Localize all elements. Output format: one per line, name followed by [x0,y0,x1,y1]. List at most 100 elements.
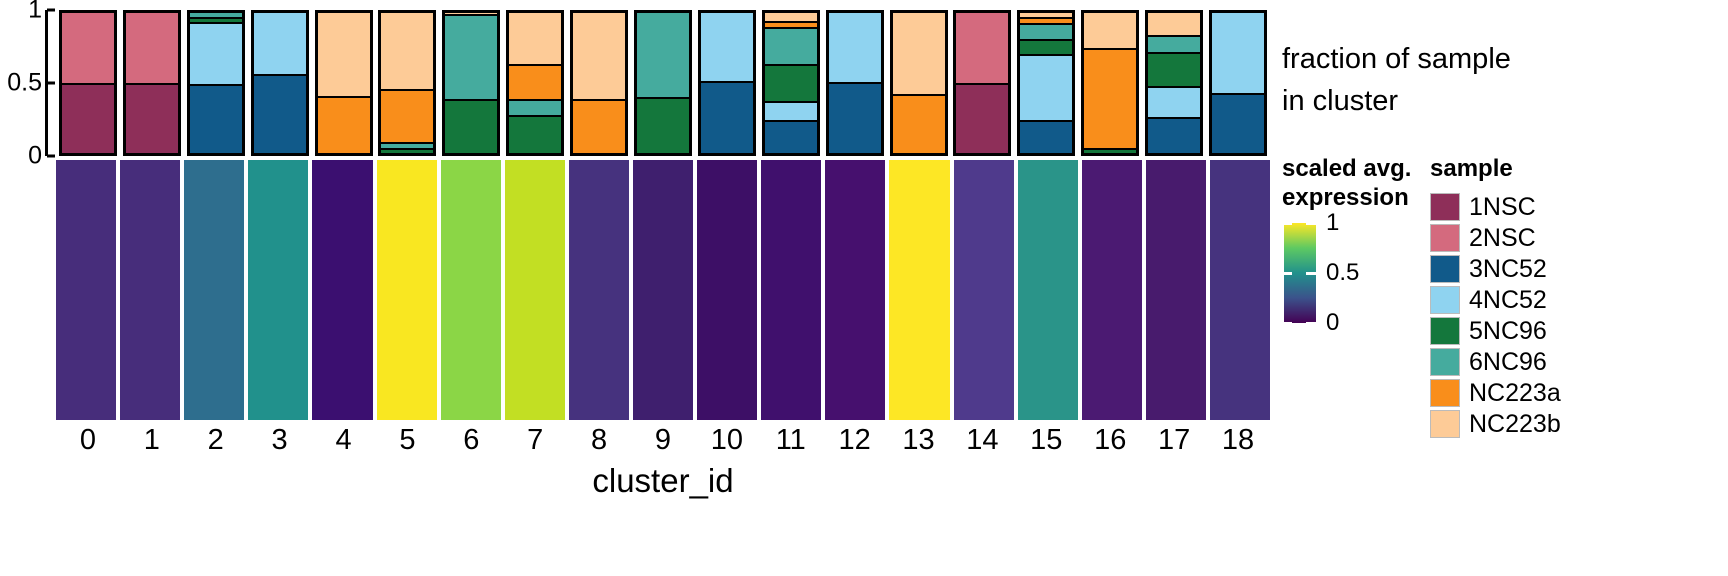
bar-segment-1nsc [61,83,114,153]
bar-column [439,10,503,156]
bar-segment-3nc52 [253,73,306,153]
stacked-bar[interactable] [378,10,437,156]
x-tick-label: 1 [143,424,160,456]
stacked-bar[interactable] [761,10,820,156]
bar-segment-2nsc [956,13,1009,84]
bar-column [950,10,1014,156]
stacked-bar[interactable] [186,10,245,156]
x-tick-label: 14 [966,424,999,456]
bar-segment-4nc52 [189,21,242,84]
heatmap-cell[interactable] [1209,160,1271,420]
stacked-bar[interactable] [1017,10,1076,156]
bar-segment-nc223b [1084,13,1137,49]
legend-item[interactable]: 2NSC [1430,223,1630,254]
heatmap-cell[interactable] [697,160,758,420]
legend-item-label: 2NSC [1469,223,1536,252]
bar-segment-nc223a [317,95,370,153]
bar-column [312,10,376,156]
heatmap-cell[interactable] [312,160,373,420]
bar-segment-3nc52 [700,80,753,153]
fraction-axis-title: fraction of sample in cluster [1282,38,1511,122]
legend-item[interactable]: NC223a [1430,378,1630,409]
bar-segment-5nc96 [1084,148,1137,153]
x-tick-label: 16 [1094,424,1127,456]
heatmap-cell[interactable] [120,160,181,420]
heatmap-cell[interactable] [761,160,822,420]
x-tick-label: 18 [1221,424,1255,456]
legend-item[interactable]: 3NC52 [1430,254,1630,285]
bar-segment-nc223b [1020,13,1073,17]
legend-item[interactable]: 5NC96 [1430,316,1630,347]
bar-column [375,10,439,156]
legend-item[interactable]: NC223b [1430,409,1630,440]
bar-segment-6nc96 [445,14,498,100]
legend-item-label: 4NC52 [1469,285,1547,314]
stacked-bar[interactable] [506,10,565,156]
stacked-bar[interactable] [697,10,756,156]
bar-segment-2nsc [61,13,114,84]
heatmap-cell[interactable] [504,160,565,420]
heatmap-cell[interactable] [953,160,1014,420]
stacked-bar[interactable] [1145,10,1204,156]
plot-area [56,10,1271,420]
stacked-bar[interactable] [1208,10,1267,156]
colorbar-tick-mark [1282,321,1292,325]
legend-swatch [1430,317,1460,346]
colorbar-tick-mark [1306,321,1316,325]
stacked-bar[interactable] [633,10,692,156]
stacked-bar[interactable] [250,10,309,156]
heatmap-cell[interactable] [56,160,117,420]
expression-legend-title-line2: expression [1282,183,1409,211]
stacked-bar[interactable] [825,10,884,156]
heatmap-cell[interactable] [184,160,245,420]
heatmap-cell[interactable] [825,160,886,420]
y-tick-label: 1 [28,0,42,24]
stacked-bar[interactable] [570,10,629,156]
heatmap-cell[interactable] [440,160,501,420]
heatmap-cell[interactable] [568,160,629,420]
bar-segment-5nc96 [381,148,434,153]
colorbar-tick-mark [1306,271,1316,275]
bar-segment-5nc96 [1148,51,1201,86]
heatmap-cell[interactable] [1145,160,1206,420]
bar-column [248,10,312,156]
heatmap-cell[interactable] [1017,160,1078,420]
bar-column [1206,10,1270,156]
bar-segment-3nc52 [189,84,242,153]
fraction-axis-title-line1: fraction of sample [1282,43,1511,75]
bar-column [567,10,631,156]
legend-item-label: NC223b [1469,409,1561,438]
bar-segment-3nc52 [1020,119,1073,154]
bar-segment-3nc52 [1211,93,1264,153]
stacked-bar[interactable] [58,10,117,156]
stacked-bar[interactable] [122,10,181,156]
bar-segment-5nc96 [764,63,817,101]
stacked-bar[interactable] [1081,10,1140,156]
bar-column [1078,10,1142,156]
heatmap-cell[interactable] [376,160,437,420]
x-tick-label: 5 [399,424,416,456]
bar-segment-nc223b [764,13,817,21]
legend-swatch [1430,410,1460,439]
bar-segment-4nc52 [700,13,753,81]
heatmap-cell[interactable] [632,160,694,420]
bar-segment-5nc96 [445,99,498,153]
legend-item[interactable]: 4NC52 [1430,285,1630,316]
legend-item[interactable]: 1NSC [1430,192,1630,223]
heatmap-cell[interactable] [1081,160,1142,420]
stacked-bar[interactable] [953,10,1012,156]
stacked-bar[interactable] [442,10,501,156]
bar-segment-nc223b [381,13,434,90]
legend-item-label: 6NC96 [1469,347,1547,376]
heatmap-cell[interactable] [889,160,950,420]
stacked-bar[interactable] [889,10,948,156]
heatmap-cell[interactable] [248,160,309,420]
legend-item[interactable]: 6NC96 [1430,347,1630,378]
stacked-bar[interactable] [314,10,373,156]
colorbar-tick-label: 1 [1326,208,1340,236]
x-tick-label: 0 [79,424,97,456]
bar-segment-nc223a [1084,48,1137,149]
